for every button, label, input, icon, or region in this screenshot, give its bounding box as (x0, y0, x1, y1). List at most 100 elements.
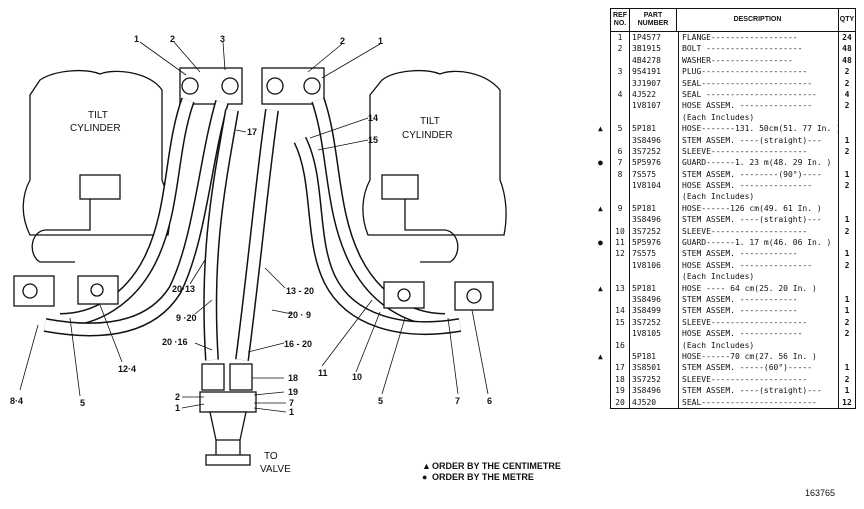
ref-cell: 14 (611, 305, 630, 317)
callout: 15 (368, 135, 378, 145)
dot-icon: ● (422, 472, 428, 482)
part-number-cell: 3S8496 (630, 385, 679, 397)
qty-cell: 1 (844, 363, 850, 373)
table-row: (Each Includes) (611, 111, 855, 124)
part-number-cell (630, 339, 679, 351)
callout: 1 (134, 34, 139, 44)
ref-cell (611, 134, 630, 146)
callout: 2 (340, 36, 345, 46)
description-cell: STEM ASSEM. ------------ (679, 305, 839, 317)
qty-cell: 1 (844, 306, 850, 316)
triangle-icon: ▲ (598, 203, 603, 213)
callout: 9 ·20 (176, 313, 197, 323)
header-ref: REF NO. (611, 9, 630, 31)
part-number-cell: 1V8105 (630, 328, 679, 340)
callout: 12·4 (118, 364, 136, 374)
triangle-icon: ▲ (598, 351, 603, 361)
qty-cell: 2 (844, 260, 850, 270)
part-number-cell: 3S8496 (630, 293, 679, 306)
description-cell: HOSE ASSEM. ------------- (679, 328, 839, 340)
dot-icon: ● (598, 158, 603, 168)
description-cell: GUARD------1. 23 m(48. 29 In. ) (679, 157, 839, 169)
part-number-cell: 5P5976 (630, 157, 679, 169)
ref-cell: ▲5 (598, 123, 630, 135)
part-number-cell: 1V8104 (630, 180, 679, 192)
qty-cell: 1 (844, 386, 850, 396)
table-row: (Each Includes) (611, 191, 855, 203)
table-row: (Each Includes) (611, 271, 855, 283)
ref-cell (611, 271, 630, 283)
ref-cell: 17 (611, 362, 630, 374)
description-cell: HOSE ASSEM. --------------- (679, 180, 839, 192)
description-cell: HOSE------70 cm(27. 56 In. ) (679, 350, 839, 363)
part-number-cell: 3S8499 (630, 305, 679, 317)
callout: 17 (247, 127, 257, 137)
part-number-cell: 3S7252 (630, 145, 679, 158)
part-number-cell: 1V8107 (630, 100, 679, 112)
qty-cell: 2 (844, 181, 850, 191)
qty-cell: 48 (842, 55, 852, 65)
ref-value: 11 (615, 238, 625, 248)
qty-cell: 2 (844, 146, 850, 156)
description-cell: STEM ASSEM. -----(60°)----- (679, 362, 839, 374)
part-number-cell: 4J520 (630, 396, 679, 408)
ref-cell: ●7 (598, 157, 630, 169)
right-cylinder-label-2: CYLINDER (402, 130, 453, 141)
part-number-cell: 5P181 (630, 123, 679, 135)
ref-cell: 8 (611, 168, 630, 181)
part-number-cell: 3J1907 (630, 77, 679, 89)
table-row: 16 (Each Includes) (611, 339, 855, 351)
qty-cell (839, 340, 855, 351)
callout: 18 (288, 373, 298, 383)
qty-cell: 2 (844, 67, 850, 77)
qty-cell (839, 123, 855, 134)
to-valve-label-2: VALVE (260, 464, 291, 475)
part-number-cell: 7S575 (630, 248, 679, 260)
triangle-icon: ▲ (422, 461, 431, 471)
ref-cell: 3 (611, 66, 630, 78)
ref-cell: 16 (611, 339, 630, 351)
qty-cell: 24 (842, 33, 852, 42)
qty-cell (839, 351, 855, 362)
qty-cell (839, 271, 855, 282)
qty-cell: 2 (844, 374, 850, 384)
right-cylinder-outline (362, 69, 507, 236)
left-cylinder-label-2: CYLINDER (70, 123, 121, 134)
ref-cell (611, 214, 630, 226)
description-cell: FLANGE------------------ (679, 32, 839, 44)
dot-icon: ● (598, 238, 603, 248)
qty-cell: 1 (844, 169, 850, 179)
ref-cell (611, 111, 630, 124)
description-cell: STEM ASSEM. ------------ (679, 293, 839, 306)
right-cylinder-fitting (454, 281, 494, 311)
description-cell: SLEEVE-------------------- (679, 316, 839, 329)
triangle-icon: ▲ (598, 283, 603, 293)
callout: 3 (220, 34, 225, 44)
part-number-cell: 3B1915 (630, 43, 679, 55)
left-cylinder-label-1: TILT (88, 110, 108, 121)
ref-cell: 19 (611, 385, 630, 397)
description-cell: (Each Includes) (679, 191, 839, 203)
left-cylinder-outline (22, 70, 171, 236)
description-cell: SLEEVE-------------------- (679, 373, 839, 386)
qty-cell: 48 (842, 44, 852, 54)
qty-cell: 2 (844, 226, 850, 236)
top-right-fitting (261, 67, 325, 105)
right-bracket-top (381, 174, 419, 200)
